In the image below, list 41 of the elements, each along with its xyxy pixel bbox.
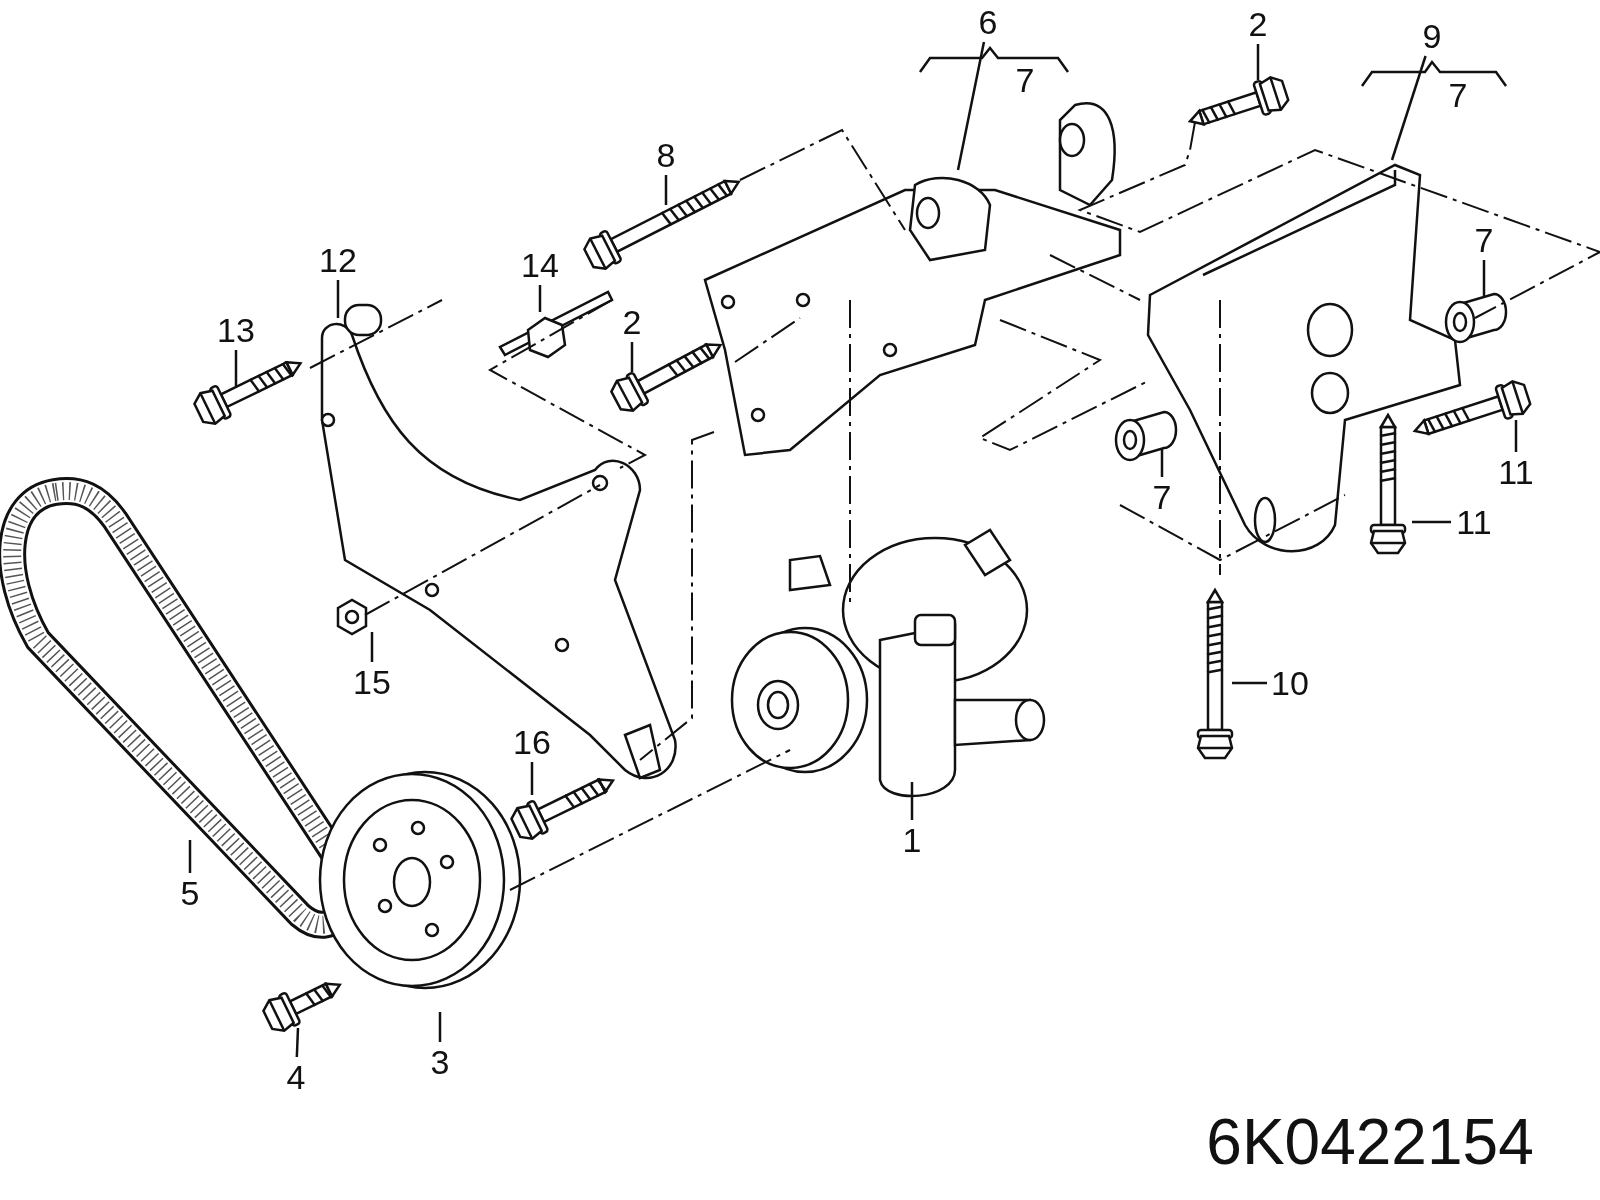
callout-number: 14	[521, 248, 559, 282]
leader-line	[664, 175, 668, 205]
leader-line	[630, 342, 634, 372]
leader-line	[530, 762, 534, 795]
leader-line	[234, 350, 238, 386]
callout-number: 7	[1448, 78, 1468, 112]
callout-number: 11	[1498, 455, 1534, 489]
leader-line	[370, 632, 374, 662]
leader-line	[1412, 520, 1451, 524]
leader-line	[538, 285, 542, 312]
leader-line	[188, 840, 192, 873]
callout-number: 8	[656, 138, 676, 172]
callout-number: 1	[902, 823, 922, 857]
leader-line	[956, 41, 986, 171]
leader-line	[910, 782, 914, 820]
leader-line	[1482, 260, 1486, 296]
part-number: 6K0422154	[1206, 1110, 1534, 1174]
leader-line	[438, 1012, 442, 1042]
callout-number: 2	[1248, 7, 1268, 41]
callout-number: 3	[430, 1045, 450, 1079]
callout-number: 6	[978, 5, 998, 39]
callout-number: 9	[1422, 19, 1442, 53]
callout-number: 13	[217, 313, 255, 347]
callout-number: 10	[1271, 666, 1309, 700]
leader-line	[1256, 44, 1260, 80]
leader-line	[295, 1027, 300, 1058]
callout-number: 12	[319, 243, 357, 277]
callout-number: 16	[513, 725, 551, 759]
callout-number: 7	[1152, 480, 1172, 514]
leader-line	[1160, 448, 1164, 477]
callout-number: 7	[1474, 223, 1494, 257]
callout-number: 15	[353, 665, 391, 699]
leader-line	[336, 280, 340, 318]
callout-number: 4	[286, 1060, 306, 1094]
leader-line	[1232, 681, 1267, 685]
callout-number: 5	[180, 876, 200, 910]
leader-line	[1390, 55, 1427, 161]
callout-number: 7	[1015, 63, 1035, 97]
callout-number: 2	[622, 305, 642, 339]
callout-number: 11	[1456, 505, 1492, 539]
leader-line	[1514, 420, 1518, 452]
